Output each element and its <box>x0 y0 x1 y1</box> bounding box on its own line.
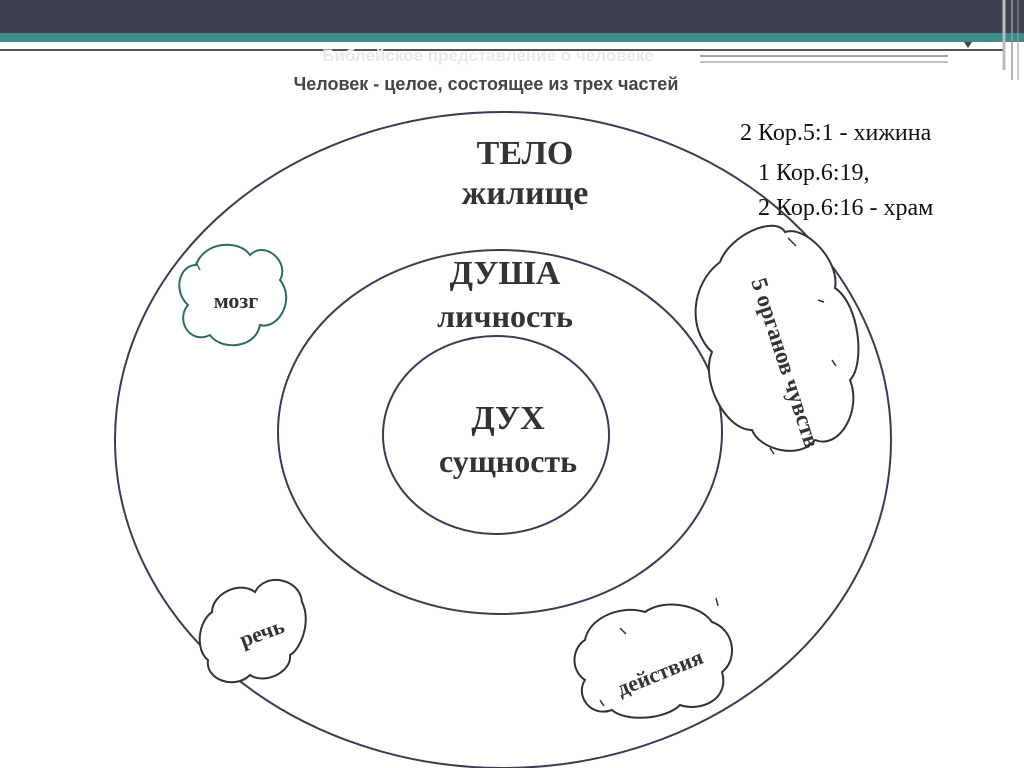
brain-cloud <box>178 243 288 347</box>
decorative-rules <box>0 0 1019 80</box>
senses-cloud <box>694 224 860 452</box>
outer-ring-body <box>114 111 892 768</box>
body-label: ТЕЛО <box>476 135 574 172</box>
inner-ring-spirit <box>382 335 610 535</box>
soul-meaning: личность <box>437 298 573 334</box>
speech-cloud <box>198 578 307 684</box>
body-meaning: жилище <box>461 175 589 212</box>
actions-cloud <box>573 603 733 719</box>
spirit-meaning: сущность <box>438 443 578 479</box>
slide-accent-bar <box>0 33 1024 42</box>
slide-title: Библейское представление о человеке <box>322 46 654 65</box>
middle-ring-soul <box>277 249 723 615</box>
slide-subtitle: Человек - целое, состоящее из трех часте… <box>293 74 679 94</box>
brain-label: мозг <box>213 288 259 313</box>
reference-line-2: 1 Кор.6:19, <box>758 160 870 186</box>
spirit-label: ДУХ <box>471 400 545 437</box>
slide-top-bar <box>0 0 1024 33</box>
soul-label: ДУША <box>449 255 561 292</box>
reference-line-1: 2 Кор.5:1 - хижина <box>740 120 932 146</box>
